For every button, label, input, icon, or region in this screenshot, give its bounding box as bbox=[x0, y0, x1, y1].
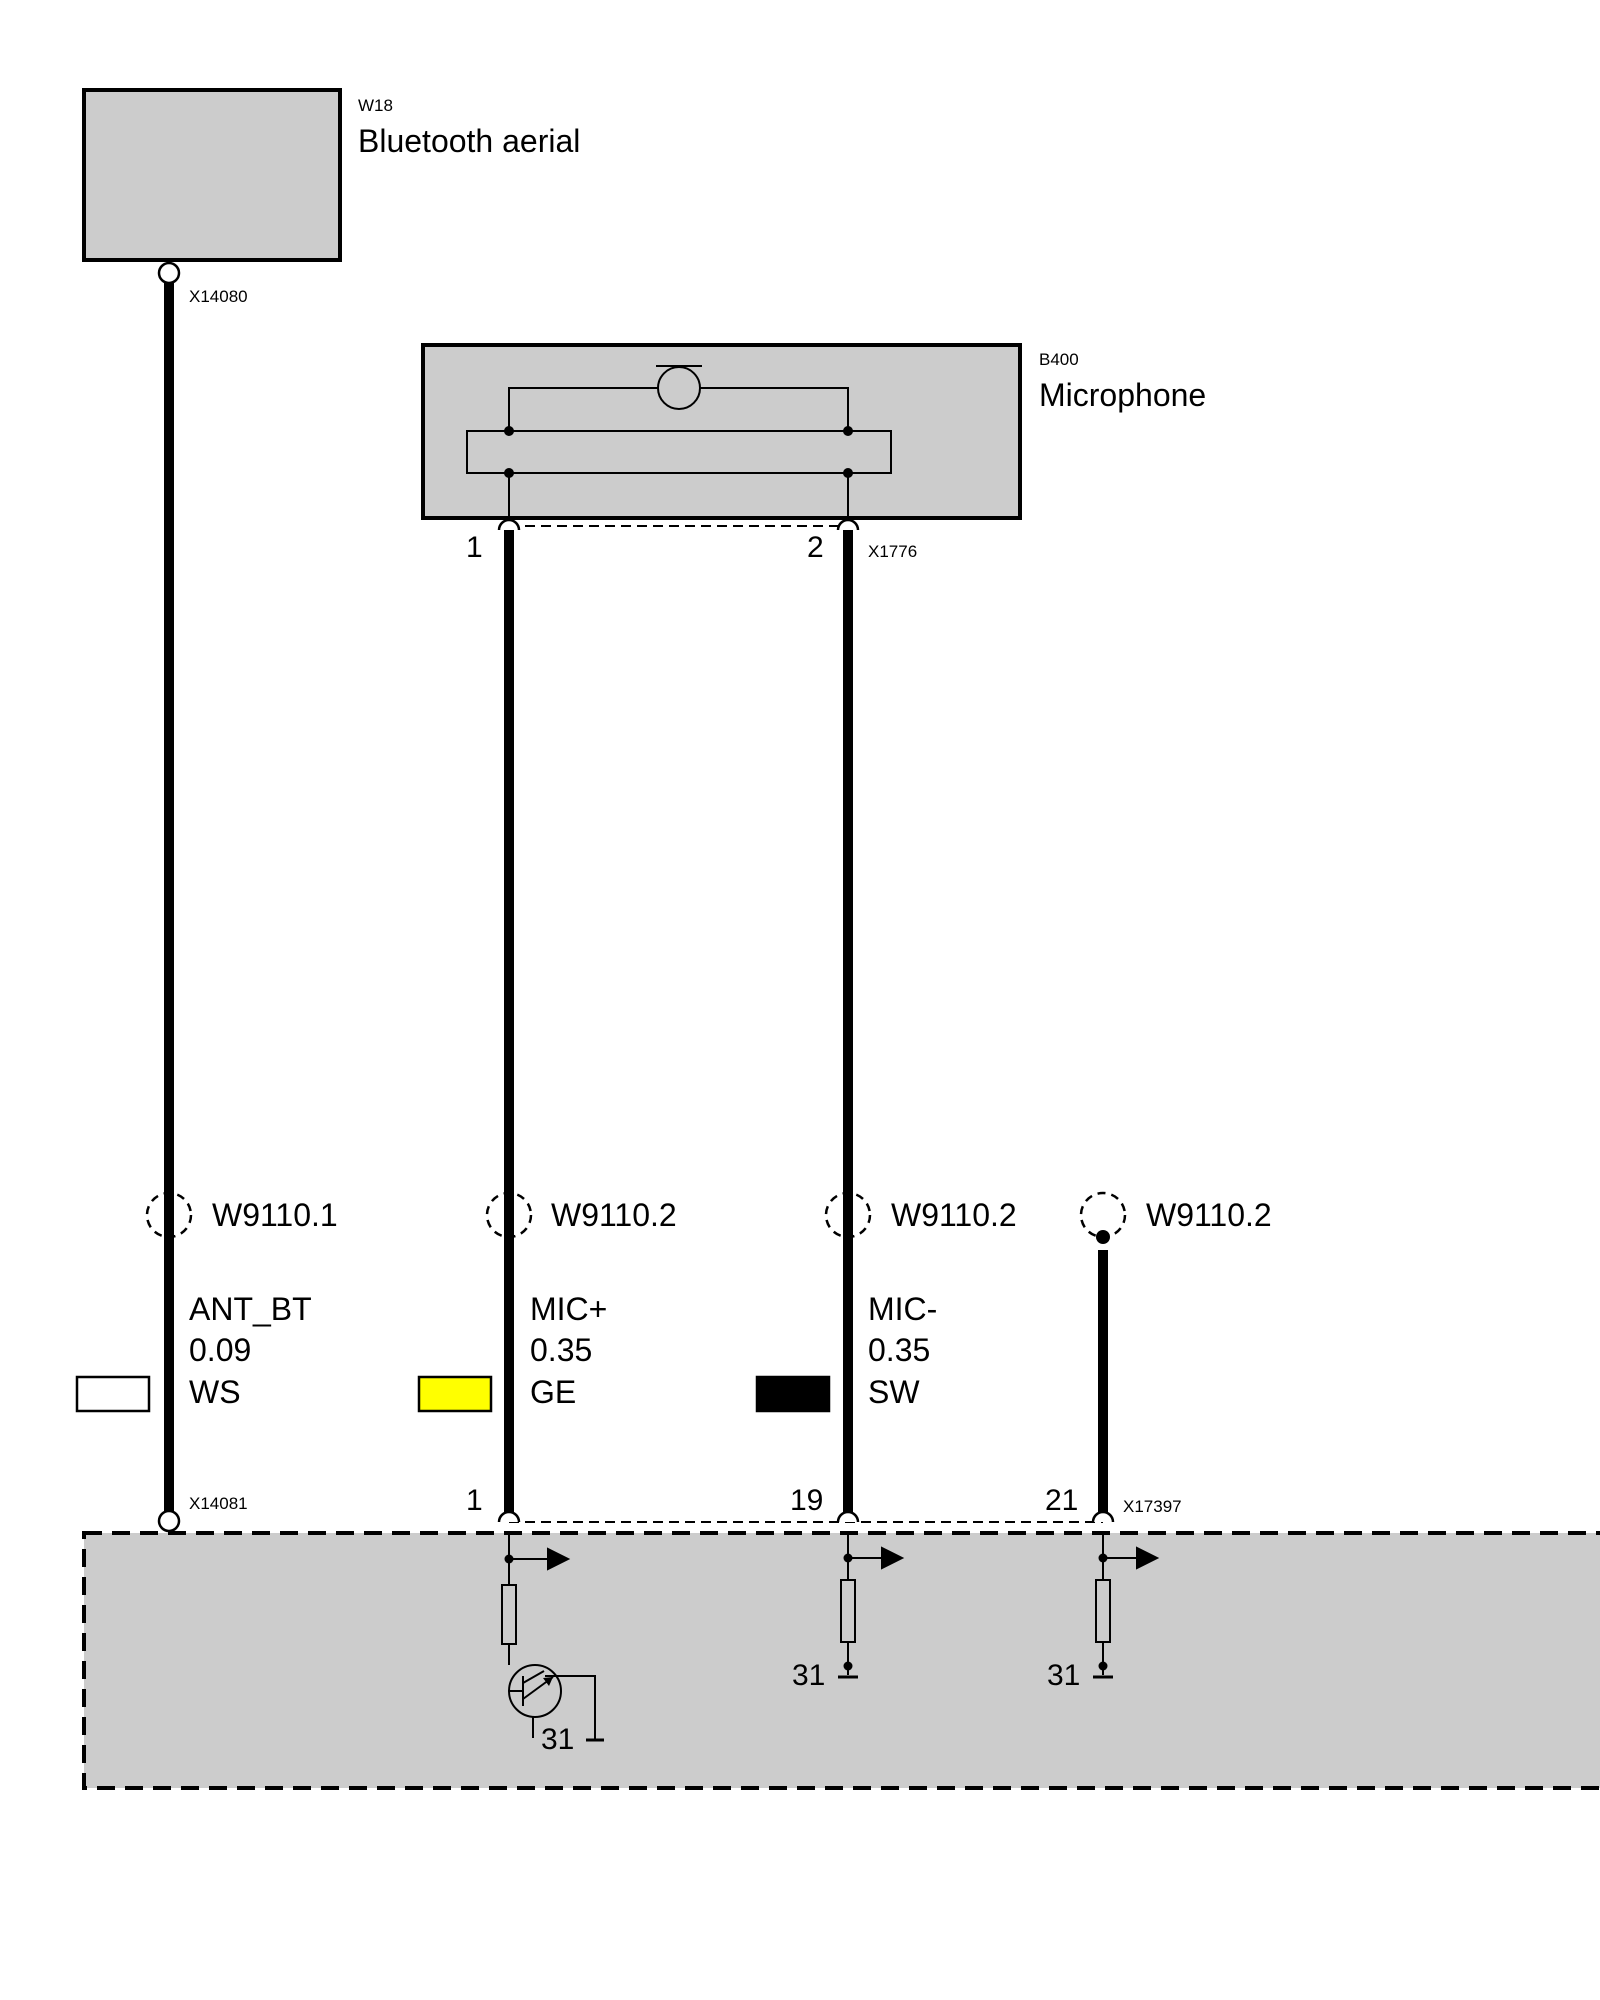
connector-x1776-pin-2 bbox=[836, 518, 860, 531]
wire-mic-minus-color-swatch bbox=[755, 1375, 831, 1413]
splice-label-3: W9110.2 bbox=[891, 1197, 1017, 1233]
pin-1-label: 1 bbox=[466, 1484, 483, 1517]
microphone-symbol bbox=[466, 365, 892, 518]
wire-mic-minus-signal: MIC- bbox=[868, 1291, 937, 1327]
splice-label-2: W9110.2 bbox=[551, 1197, 677, 1233]
wire-mic-plus-section: 0.35 bbox=[530, 1332, 592, 1368]
splice-w9110-2-mic-minus-marker bbox=[824, 1191, 872, 1239]
bluetooth-aerial-box bbox=[82, 88, 342, 262]
connector-x17397-pin-1 bbox=[497, 1510, 521, 1523]
ground-label-mic-plus: 31 bbox=[541, 1723, 574, 1756]
wire-mic-plus-color: GE bbox=[530, 1374, 576, 1410]
splice-w9110-1-marker bbox=[145, 1191, 193, 1239]
wire-mic-minus-section: 0.35 bbox=[868, 1332, 930, 1368]
wire-ant-bt-signal: ANT_BT bbox=[189, 1291, 312, 1327]
bluetooth-aerial-name: Bluetooth aerial bbox=[358, 123, 580, 159]
microphone-id: B400 bbox=[1039, 350, 1079, 369]
mic-plus-internal-circuit bbox=[501, 1532, 604, 1742]
connector-x17397-pin-19 bbox=[836, 1510, 860, 1523]
connector-x1776-pin-1 bbox=[497, 518, 521, 531]
pin-19-internal-circuit bbox=[838, 1532, 905, 1679]
pin-19-junction-dots bbox=[843, 1553, 853, 1671]
connector-x14081-label: X14081 bbox=[189, 1494, 248, 1513]
connector-x14081-pin bbox=[157, 1509, 181, 1533]
splice-label-4: W9110.2 bbox=[1146, 1197, 1272, 1233]
wire-mic-minus-color: SW bbox=[868, 1374, 920, 1410]
microphone-junctions bbox=[504, 426, 853, 478]
connector-x14080-pin bbox=[157, 261, 181, 285]
microphone-name: Microphone bbox=[1039, 377, 1206, 413]
ground-label-pin-21: 31 bbox=[1047, 1659, 1080, 1692]
pin-21-label: 21 bbox=[1045, 1484, 1078, 1517]
splice-label-1: W9110.1 bbox=[212, 1197, 338, 1233]
wire-mic-plus-signal: MIC+ bbox=[530, 1291, 607, 1327]
mic-plus-junction-dots bbox=[504, 1554, 514, 1564]
wire-ant-bt-section: 0.09 bbox=[189, 1332, 251, 1368]
mic-pin-1-label: 1 bbox=[466, 531, 483, 564]
connector-x17397-label: X17397 bbox=[1123, 1497, 1182, 1516]
bluetooth-aerial-id: W18 bbox=[358, 96, 393, 115]
pin-21-junction-dots bbox=[1098, 1553, 1108, 1671]
splice-w9110-2-mic-plus-marker bbox=[485, 1191, 533, 1239]
ground-label-pin-19: 31 bbox=[792, 1659, 825, 1692]
mic-pin-2-label: 2 bbox=[807, 531, 824, 564]
transistor-emitter-arrow bbox=[543, 1677, 553, 1686]
splice-w9110-2-pin21-marker bbox=[1079, 1191, 1127, 1239]
connector-x14080-label: X14080 bbox=[189, 287, 248, 306]
wire-ant-bt-color-swatch bbox=[75, 1375, 151, 1413]
pin-19-label: 19 bbox=[790, 1484, 823, 1517]
connector-x17397-pin-21 bbox=[1091, 1510, 1115, 1523]
connector-x1776-label: X1776 bbox=[868, 542, 917, 561]
control-unit-box bbox=[82, 1531, 1600, 1790]
wire-ant-bt-color: WS bbox=[189, 1374, 241, 1410]
wire-mic-plus-color-swatch bbox=[417, 1375, 493, 1413]
